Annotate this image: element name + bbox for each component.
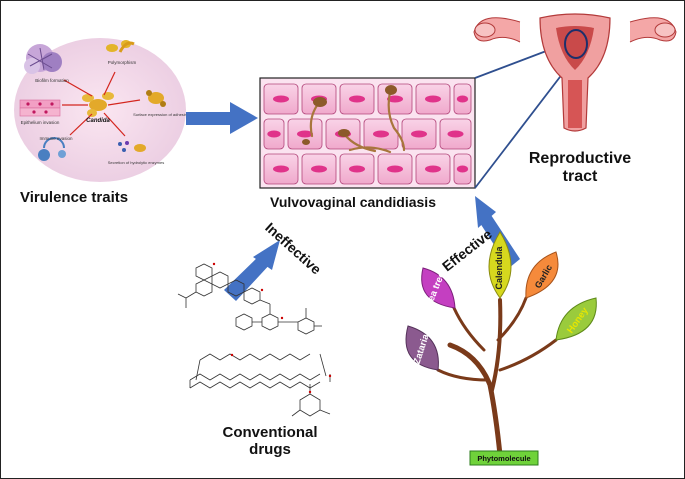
cell-nucleus xyxy=(349,165,365,173)
uterus-icon xyxy=(473,13,677,132)
reproductive-tract-line2: tract xyxy=(562,168,598,185)
leaf-tea-tree xyxy=(421,267,456,309)
trait-immune: Immune evasion xyxy=(39,136,73,141)
cell-nucleus xyxy=(373,130,389,138)
cell-nucleus xyxy=(267,130,281,138)
conventional-drugs-line1: Conventional xyxy=(222,424,318,441)
virulence-traits-circle: Candida Biofilm formation Polymorphism S… xyxy=(14,38,187,182)
trait-polymorphism: Polymorphism xyxy=(108,60,137,65)
hyphae xyxy=(309,90,406,154)
reproductive-tract-label: Reproductive tract xyxy=(520,150,640,186)
connector-bottom xyxy=(474,55,577,189)
chem-structure-3 xyxy=(189,353,331,417)
leaf-label-calendula: Calendula xyxy=(494,246,504,290)
cell-nucleus xyxy=(411,130,427,138)
cell-nucleus xyxy=(273,165,289,173)
cell-nucleus xyxy=(387,95,403,103)
trait-hydrolytic: Secretion of hydrolytic enzymes xyxy=(108,160,164,165)
immune-evasion-icon xyxy=(38,137,66,161)
cell-nucleus xyxy=(297,130,313,138)
conventional-drugs-label: Conventional drugs xyxy=(210,424,330,458)
candida-icon xyxy=(82,92,114,117)
virulence-traits-label: Virulence traits xyxy=(20,189,129,206)
trait-biofilm: Biofilm formation xyxy=(35,78,69,83)
cell-nucleus xyxy=(273,95,289,103)
phytomolecule-label: Phytomolecule xyxy=(477,454,530,463)
hydrolytic-enzyme-icon xyxy=(118,141,146,152)
effective-label: Effective xyxy=(439,226,495,275)
epithelial-cells xyxy=(263,83,472,185)
chem-structure-1 xyxy=(177,263,271,308)
yeast-cells xyxy=(302,85,397,145)
cell-nucleus xyxy=(456,95,469,103)
epithelium-panel xyxy=(259,77,476,189)
cell-nucleus xyxy=(425,165,441,173)
adhesin-icon xyxy=(146,90,166,107)
cell-nucleus xyxy=(387,165,403,173)
cell-nucleus xyxy=(425,95,441,103)
cell-nucleus xyxy=(447,130,464,138)
conventional-drugs-line2: drugs xyxy=(249,441,291,458)
chemical-structures xyxy=(177,263,331,417)
arrow-virulence-to-center xyxy=(186,102,258,134)
chem-structure-2 xyxy=(235,304,322,335)
phytomolecule-box xyxy=(469,450,539,466)
center-label: Vulvovaginal candidiasis xyxy=(270,194,436,210)
biofilm-icon xyxy=(24,44,62,74)
trait-arrows xyxy=(62,71,141,137)
arrow-ineffective xyxy=(224,240,280,301)
trait-epithelium: Epithelium invasion xyxy=(21,120,60,125)
polymorphism-icon xyxy=(106,40,135,53)
leaf-calendula xyxy=(488,231,512,299)
chem-atoms xyxy=(212,262,332,394)
reproductive-tract-line1: Reproductive xyxy=(528,150,632,167)
cell-nucleus xyxy=(311,165,327,173)
candida-label: Candida xyxy=(86,118,110,124)
leaf-garlic xyxy=(525,251,559,299)
leaf-honey xyxy=(555,297,597,341)
phyto-tree xyxy=(436,296,558,458)
highlight-ring xyxy=(564,29,588,59)
cell-nucleus xyxy=(349,95,365,103)
trait-adhesin: Surface expression of adhesin xyxy=(133,112,187,117)
leaf-zataria xyxy=(405,325,439,371)
epithelium-icon xyxy=(19,99,61,117)
cell-nucleus xyxy=(456,165,469,173)
